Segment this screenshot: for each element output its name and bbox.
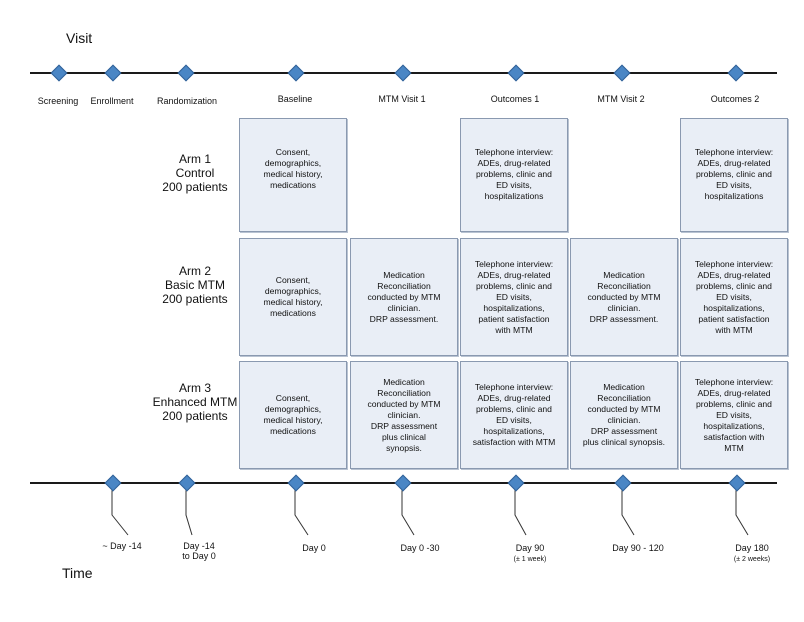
time-label-day-0-30: Day 0 -30 [400,543,440,553]
arm-1-outcomes-1-text: Telephone interview: ADEs, drug-related … [474,147,554,201]
arm-1-label: Arm 1 Control 200 patients [162,152,228,194]
visit-label-outcomes-1: Outcomes 1 [490,94,540,104]
time-label-day-180: Day 180 [735,543,769,553]
arm-2-outcomes-1-cell: Telephone interview: ADEs, drug-related … [460,238,568,356]
leader-line-day-0 [294,486,309,536]
arm-2-mtm-visit-2-text: Medication Reconciliation conducted by M… [587,269,661,324]
visit-label-randomization: Randomization [156,96,218,106]
time-label-day-0: Day 0 [302,543,326,553]
arm-2-outcomes-2-cell: Telephone interview: ADEs, drug-related … [680,238,788,356]
visit-label-mtm-visit-2: MTM Visit 2 [597,94,645,104]
arm-2-baseline-cell: Consent, demographics, medical history, … [239,238,347,356]
arm-3-baseline-text: Consent, demographics, medical history, … [263,393,323,436]
arm-3-mtm-visit-1-cell: Medication Reconciliation conducted by M… [350,361,458,469]
leader-line-day-minus-14-to-0 [185,486,193,536]
leader-line-day-90-120 [621,486,635,536]
visit-label-screening: Screening [37,96,79,106]
arm-1-baseline-cell: Consent, demographics, medical history, … [239,118,347,232]
time-sublabel-day-180: (± 2 weeks) [733,556,771,563]
arm-3-mtm-visit-2-cell: Medication Reconciliation conducted by M… [570,361,678,469]
arm-3-outcomes-1-text: Telephone interview: ADEs, drug-related … [472,382,556,447]
arm-2-outcomes-2-text: Telephone interview: ADEs, drug-related … [694,258,774,335]
arm-1-baseline-text: Consent, demographics, medical history, … [263,147,323,190]
arm-3-outcomes-1-cell: Telephone interview: ADEs, drug-related … [460,361,568,469]
leader-line-day-180 [735,486,749,536]
time-axis-title: Time [62,565,93,581]
visit-label-outcomes-2: Outcomes 2 [710,94,760,104]
time-label-day-minus-14-to-0: Day -14 to Day 0 [182,541,216,561]
arm-2-outcomes-1-text: Telephone interview: ADEs, drug-related … [474,258,554,335]
time-label-day-90-120: Day 90 - 120 [612,543,664,553]
visit-axis-title: Visit [66,30,93,46]
time-sublabel-day-90: (± 1 week) [513,556,547,563]
arm-2-label: Arm 2 Basic MTM 200 patients [162,264,228,306]
arm-1-outcomes-2-text: Telephone interview: ADEs, drug-related … [694,147,774,201]
leader-line-day-0-30 [401,486,415,536]
time-label-day-minus-14: ~ Day -14 [102,541,142,551]
arm-3-baseline-cell: Consent, demographics, medical history, … [239,361,347,469]
leader-line-day-90 [514,486,527,536]
visit-label-mtm-visit-1: MTM Visit 1 [378,94,426,104]
visit-label-enrollment: Enrollment [90,96,134,106]
arm-2-mtm-visit-1-text: Medication Reconciliation conducted by M… [367,269,441,324]
arm-3-outcomes-2-text: Telephone interview: ADEs, drug-related … [694,376,774,453]
arm-1-outcomes-1-cell: Telephone interview: ADEs, drug-related … [460,118,568,232]
arm-3-label: Arm 3 Enhanced MTM 200 patients [152,381,238,423]
arm-3-mtm-visit-1-text: Medication Reconciliation conducted by M… [367,376,441,453]
arm-2-mtm-visit-2-cell: Medication Reconciliation conducted by M… [570,238,678,356]
arm-3-mtm-visit-2-text: Medication Reconciliation conducted by M… [582,382,666,447]
arm-1-outcomes-2-cell: Telephone interview: ADEs, drug-related … [680,118,788,232]
arm-2-baseline-text: Consent, demographics, medical history, … [263,275,323,318]
leader-line-day-minus-14 [111,486,129,536]
arm-2-mtm-visit-1-cell: Medication Reconciliation conducted by M… [350,238,458,356]
arm-3-outcomes-2-cell: Telephone interview: ADEs, drug-related … [680,361,788,469]
time-label-day-90: Day 90 [515,543,545,553]
visit-label-baseline: Baseline [277,94,313,104]
